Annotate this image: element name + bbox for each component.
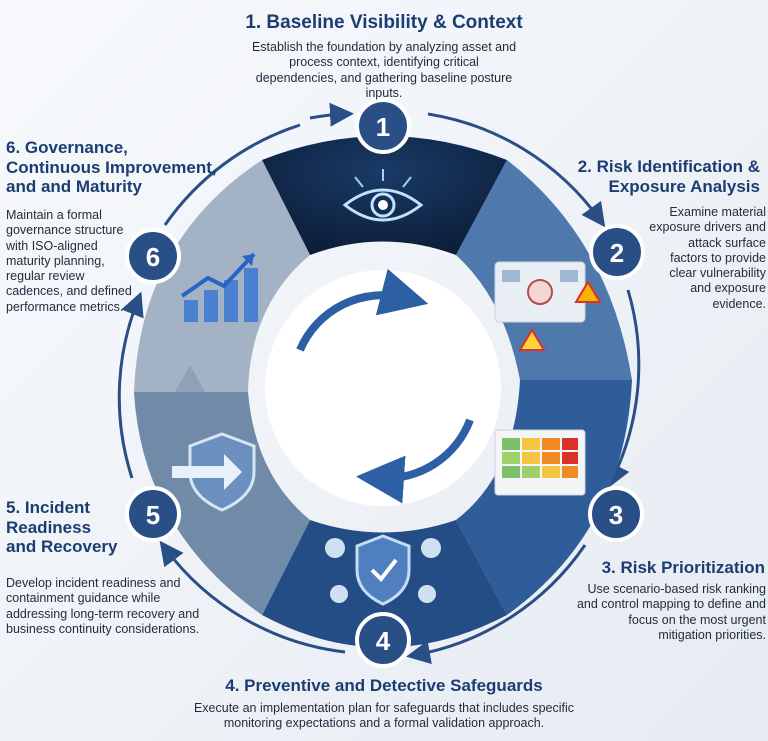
shield-arrow-icon — [172, 432, 256, 512]
inner-hole — [265, 270, 501, 506]
growth-chart-icon — [180, 252, 258, 322]
eye-icon — [342, 169, 424, 222]
step-5-description: Develop incident readiness and containme… — [6, 576, 200, 636]
step-badge-2: 2 — [589, 224, 645, 280]
step-badge-number: 1 — [376, 112, 390, 142]
step-1-description: Establish the foundation by analyzing as… — [251, 40, 517, 100]
dashboard-warning-icon — [494, 261, 602, 351]
step-5-title: 5. Incident Readiness and Recovery — [6, 498, 118, 557]
step-3-title: 3. Risk Prioritization — [601, 558, 765, 577]
step-6-title: 6. Governance, Continuous Improvement, a… — [6, 138, 217, 197]
segment-3 — [456, 380, 632, 615]
step-1-title: 1. Baseline Visibility & Context — [245, 12, 523, 33]
step-badge-number: 6 — [146, 242, 160, 272]
step-4-title: 4. Preventive and Detective Safeguards — [225, 676, 543, 695]
heatmap-icon — [494, 429, 586, 496]
step-badge-3: 3 — [588, 486, 644, 542]
outer-arrow-ring — [117, 102, 641, 665]
step-badge-5: 5 — [125, 486, 181, 542]
shield-check-icon — [325, 534, 441, 606]
step-badge-number: 5 — [146, 500, 160, 530]
inner-cycle-arrows — [296, 268, 474, 504]
step-2-title: 2. Risk Identification & Exposure Analys… — [577, 157, 760, 196]
step-badge-4: 4 — [355, 612, 411, 668]
step-6-description: Maintain a formal governance structure w… — [6, 208, 132, 314]
step-2-description: Examine material exposure drivers and at… — [649, 205, 766, 311]
step-badge-number: 3 — [609, 500, 623, 530]
segment-6 — [134, 160, 310, 392]
step-badge-number: 2 — [610, 238, 624, 268]
step-4-description: Execute an implementation plan for safeg… — [193, 701, 575, 731]
step-badge-number: 4 — [376, 626, 391, 656]
step-3-description: Use scenario-based risk ranking and cont… — [576, 582, 766, 642]
step-badge-6: 6 — [125, 228, 181, 284]
step-badge-1: 1 — [355, 98, 411, 154]
